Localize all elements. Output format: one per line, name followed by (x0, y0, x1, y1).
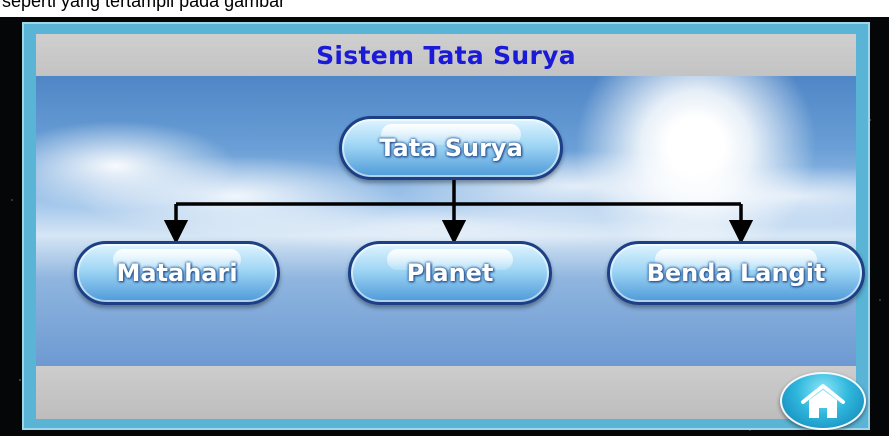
home-button[interactable] (780, 372, 866, 430)
node-tata-surya[interactable]: Tata Surya (339, 116, 563, 180)
node-label: Planet (406, 259, 494, 287)
bottom-bar (36, 366, 856, 419)
caption-text: seperti yang tertampil pada gambar (2, 0, 286, 11)
caption-strip: seperti yang tertampil pada gambar (0, 0, 889, 17)
node-planet[interactable]: Planet (348, 241, 552, 305)
node-label: Tata Surya (379, 134, 523, 162)
node-benda-langit[interactable]: Benda Langit (607, 241, 865, 305)
node-matahari[interactable]: Matahari (74, 241, 280, 305)
page-title: Sistem Tata Surya (316, 40, 576, 70)
node-label: Benda Langit (646, 259, 826, 287)
home-icon (801, 384, 845, 418)
node-label: Matahari (116, 259, 238, 287)
title-bar: Sistem Tata Surya (36, 34, 856, 76)
